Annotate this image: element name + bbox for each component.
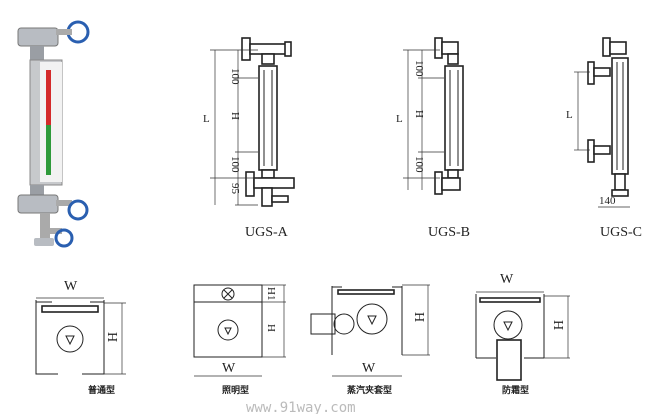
ugs-a-drawing: L 100 H 100 95 UGS-A bbox=[203, 37, 295, 240]
dim-l: L bbox=[566, 109, 573, 121]
dim-h: H bbox=[550, 320, 565, 330]
dim-bottom: 100 bbox=[229, 156, 241, 173]
dim-valve: 95 bbox=[229, 183, 241, 195]
valve-handle-icon bbox=[67, 199, 89, 221]
profile-standard: W H 普通型 bbox=[35, 279, 126, 396]
profile-anti-frost: W H 防霜型 bbox=[475, 272, 570, 396]
model-label: UGS-C bbox=[600, 225, 642, 240]
dim-h: H bbox=[265, 324, 277, 332]
profile-label: 防霜型 bbox=[502, 384, 529, 396]
dim-w: W bbox=[500, 272, 514, 287]
lamp-icon bbox=[221, 287, 235, 301]
dim-l: L bbox=[203, 113, 210, 125]
dim-top: 100 bbox=[413, 60, 425, 77]
dim-w: W bbox=[362, 361, 376, 376]
valve-handle-icon bbox=[54, 228, 74, 248]
dim-top: 100 bbox=[229, 68, 241, 85]
dim-h1: H1 bbox=[265, 287, 277, 300]
model-label: UGS-B bbox=[428, 225, 470, 240]
dim-h: H bbox=[104, 332, 119, 342]
dim-h: H bbox=[413, 110, 425, 118]
dim-bottom: 100 bbox=[413, 156, 425, 173]
dim-h: H bbox=[411, 312, 426, 322]
dim-width: 140 bbox=[599, 195, 616, 207]
model-label: UGS-A bbox=[245, 225, 289, 240]
dim-w: W bbox=[222, 361, 236, 376]
dim-l: L bbox=[396, 113, 403, 125]
profile-label: 普通型 bbox=[88, 384, 115, 396]
profile-label: 照明型 bbox=[222, 384, 249, 396]
profile-steam-jacket: H W 蒸汽夹套型 bbox=[310, 284, 430, 396]
dim-h: H bbox=[229, 112, 241, 120]
profile-illuminated: H1 H W 照明型 bbox=[193, 284, 286, 396]
dim-w: W bbox=[64, 279, 78, 294]
gauge-photo bbox=[17, 20, 90, 248]
ugs-c-drawing: 140 L UGS-C bbox=[566, 37, 642, 240]
profile-label: 蒸汽夹套型 bbox=[347, 384, 392, 396]
ugs-b-drawing: L 100 H 100 UGS-B bbox=[396, 37, 470, 240]
watermark: www.91way.com bbox=[246, 400, 356, 414]
